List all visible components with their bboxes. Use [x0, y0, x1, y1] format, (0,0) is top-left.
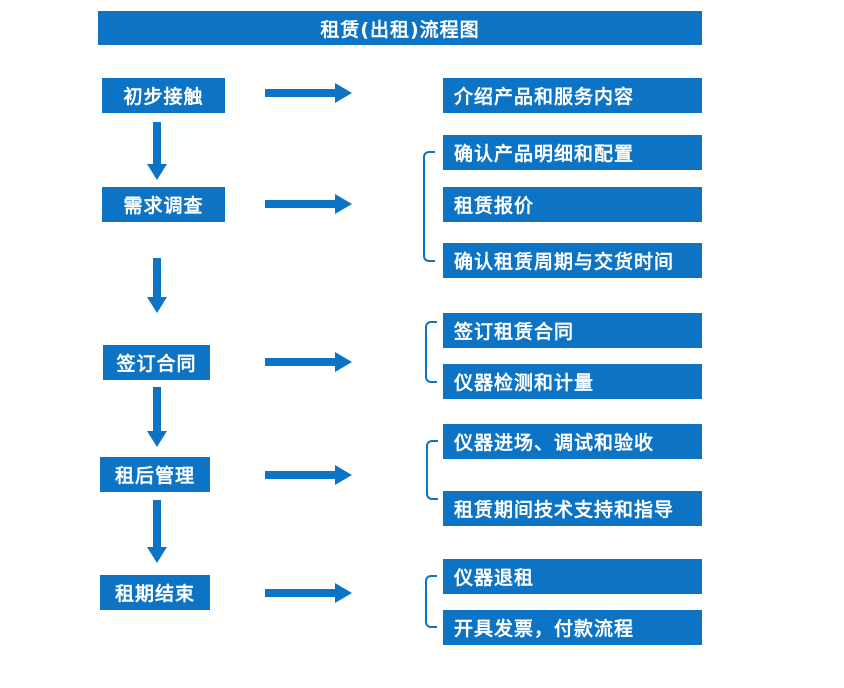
- output-box-instrument-setup: 仪器进场、调试和验收: [443, 424, 702, 459]
- group-bracket-post-rental: [426, 440, 438, 500]
- output-box-confirm-period: 确认租赁周期与交货时间: [443, 243, 702, 278]
- output-box-sign-rental-contract: 签订租赁合同: [443, 313, 702, 348]
- down-arrow-1-icon: [153, 122, 161, 164]
- step-box-lease-end: 租期结束: [100, 575, 210, 610]
- group-bracket-demand-survey: [423, 151, 435, 262]
- right-arrow-1-icon: [265, 89, 335, 97]
- group-bracket-lease-end: [425, 575, 437, 628]
- output-box-invoice-payment: 开具发票，付款流程: [443, 610, 702, 645]
- step-box-post-rental-mgmt: 租后管理: [100, 457, 210, 492]
- output-box-instrument-testing: 仪器检测和计量: [443, 364, 702, 399]
- step-box-sign-contract: 签订合同: [103, 345, 210, 380]
- right-arrow-2-icon: [265, 200, 335, 208]
- right-arrow-5-icon: [265, 589, 335, 597]
- right-arrow-4-icon: [265, 471, 335, 479]
- output-box-tech-support: 租赁期间技术支持和指导: [443, 491, 702, 526]
- step-box-initial-contact: 初步接触: [102, 78, 225, 113]
- output-box-introduce-products: 介绍产品和服务内容: [443, 78, 702, 113]
- right-arrow-3-icon: [265, 358, 335, 366]
- step-box-demand-survey: 需求调查: [102, 187, 225, 222]
- down-arrow-3-icon: [153, 387, 161, 431]
- output-box-confirm-details: 确认产品明细和配置: [443, 135, 702, 170]
- diagram-title: 租赁(出租)流程图: [98, 11, 702, 45]
- output-box-rental-quote: 租赁报价: [443, 187, 702, 222]
- group-bracket-sign-contract: [425, 321, 437, 383]
- output-box-instrument-return: 仪器退租: [443, 559, 702, 594]
- down-arrow-2-icon: [153, 258, 161, 297]
- down-arrow-4-icon: [153, 500, 161, 547]
